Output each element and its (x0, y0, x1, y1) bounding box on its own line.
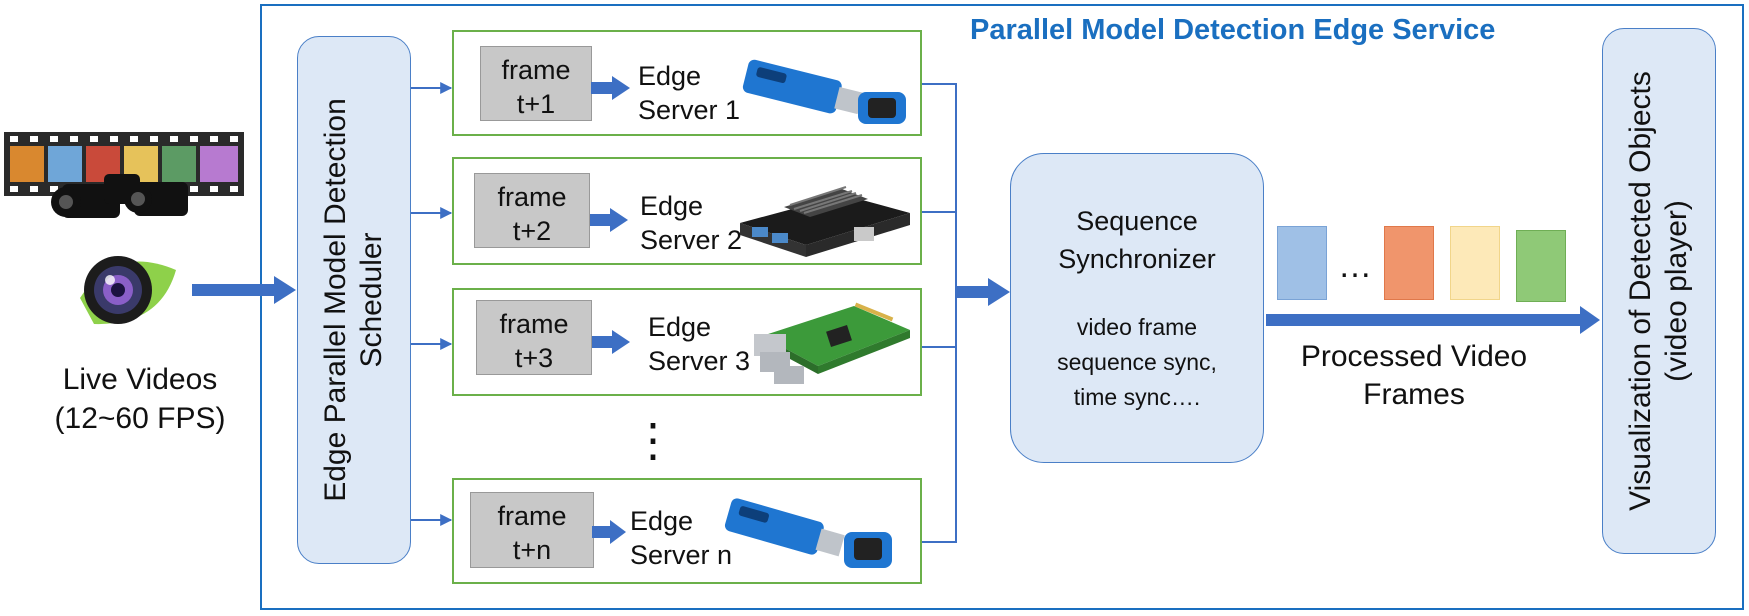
processed-frame-blue (1277, 226, 1327, 300)
frame-arrow-2 (590, 208, 628, 232)
visualization-panel: Visualization of Detected Objects (video… (1602, 28, 1716, 554)
usb-stick-icon (734, 48, 914, 128)
film-strip-icon (4, 126, 244, 226)
processed-frame-green (1516, 230, 1566, 302)
live-videos-fps: (12~60 FPS) (54, 402, 226, 435)
frame-arrow-3 (592, 330, 630, 354)
scheduler-panel: Edge Parallel Model Detection Scheduler (297, 36, 411, 564)
processed-frame-yellow (1450, 226, 1500, 300)
processed-frame-orange (1384, 226, 1434, 300)
output-arrow (1266, 306, 1600, 334)
frame-arrow-n (592, 520, 626, 544)
live-videos-title: Live Videos (62, 363, 218, 396)
diagram-title: Parallel Model Detection Edge Service (970, 14, 1496, 46)
raspberry-pi-icon (754, 296, 914, 392)
live-videos-label: Live Videos (12~60 FPS) (10, 360, 270, 438)
dev-board-icon (734, 165, 914, 261)
usb-stick-icon (716, 488, 896, 578)
processed-frames-ellipsis: … (1338, 247, 1372, 285)
input-arrow (192, 276, 296, 304)
frame-arrow-1 (591, 76, 630, 100)
edge-service-boundary (260, 4, 1744, 610)
collector-arrow (956, 278, 1010, 306)
more-servers-ellipsis: ⋮ (630, 414, 676, 466)
camera-lens-icon (74, 248, 182, 332)
